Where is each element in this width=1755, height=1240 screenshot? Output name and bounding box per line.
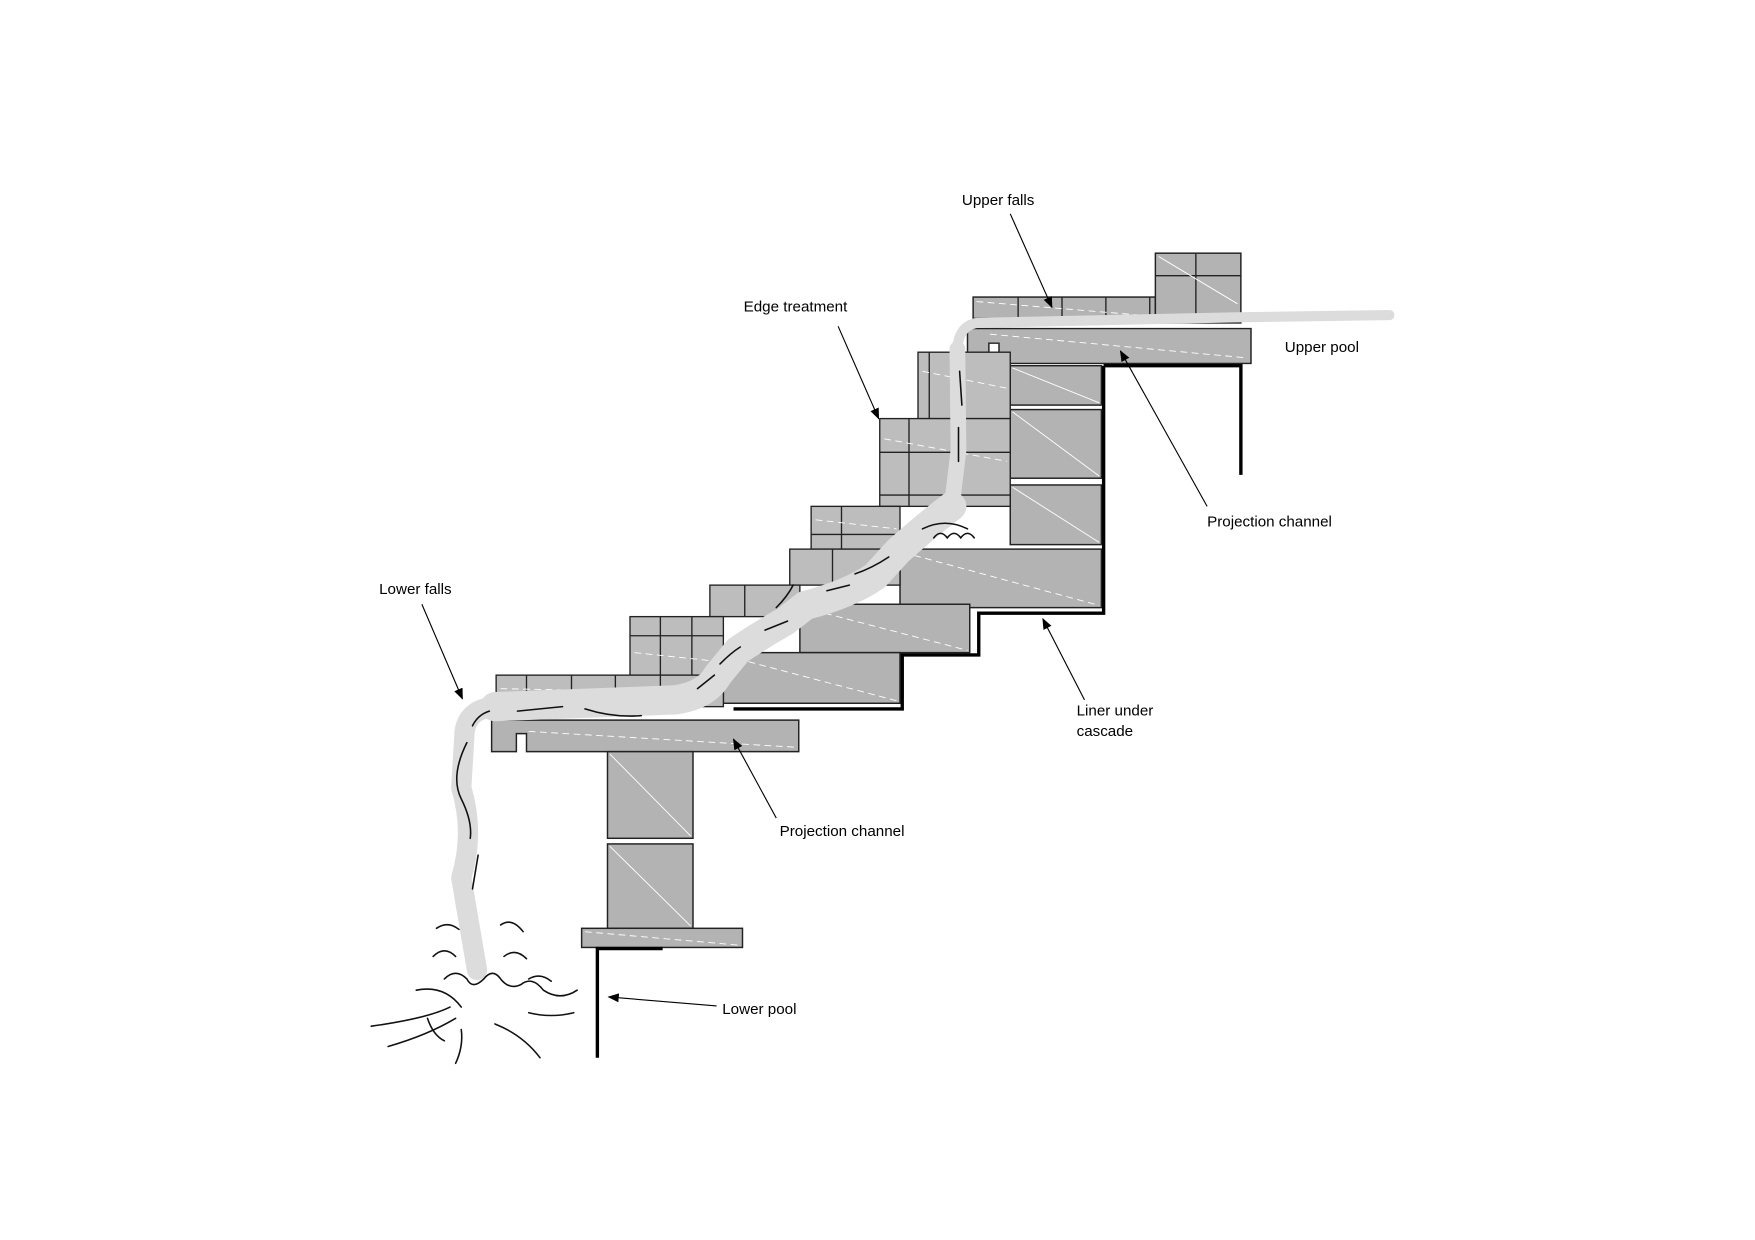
projection-channel-upper-arrow <box>1119 350 1208 507</box>
label-lower-pool: Lower pool <box>607 993 796 1018</box>
lower-pool-label: Lower pool <box>722 1001 796 1018</box>
lower-projection-channel-slab <box>490 719 800 753</box>
lower-pool-liner <box>595 946 663 1058</box>
label-upper-falls: Upper falls <box>962 192 1053 309</box>
liner-label-line2: cascade <box>1077 723 1134 740</box>
upper-falls-label: Upper falls <box>962 192 1035 209</box>
edge-treatment-label: Edge treatment <box>744 299 849 316</box>
label-edge-treatment: Edge treatment <box>744 299 880 420</box>
label-projection-channel-lower: Projection channel <box>732 738 905 840</box>
upper-pool-label: Upper pool <box>1285 339 1359 356</box>
projection-channel-lower-arrow <box>732 738 777 819</box>
lower-support-column <box>580 750 744 949</box>
edge-treatment-arrow <box>837 326 880 420</box>
projection-channel-upper-label: Projection channel <box>1207 514 1332 531</box>
upper-pool-liner <box>1103 364 1243 475</box>
upper-falls-arrow <box>1009 213 1053 309</box>
label-liner-under-cascade: Liner under cascade <box>1042 617 1154 740</box>
splash-lines <box>370 921 578 1065</box>
projection-channel-lower-label: Projection channel <box>780 823 905 840</box>
upper-projection-channel-slab <box>966 327 1252 365</box>
lower-falls-label: Lower falls <box>379 581 452 598</box>
liner-label-line1: Liner under <box>1077 703 1154 720</box>
label-projection-channel-upper: Projection channel <box>1119 350 1332 531</box>
cascade-liner <box>733 365 1106 711</box>
water-motion-lines <box>455 370 976 890</box>
support-blocks-upper <box>1009 364 1103 546</box>
liner-arrow <box>1042 617 1086 701</box>
upper-coping-block <box>1154 252 1242 324</box>
label-upper-pool: Upper pool <box>1285 339 1359 356</box>
label-lower-falls: Lower falls <box>379 581 463 700</box>
step-blocks <box>722 548 1103 704</box>
lower-falls-arrow <box>421 604 463 700</box>
lower-pool-arrow <box>607 993 717 1007</box>
